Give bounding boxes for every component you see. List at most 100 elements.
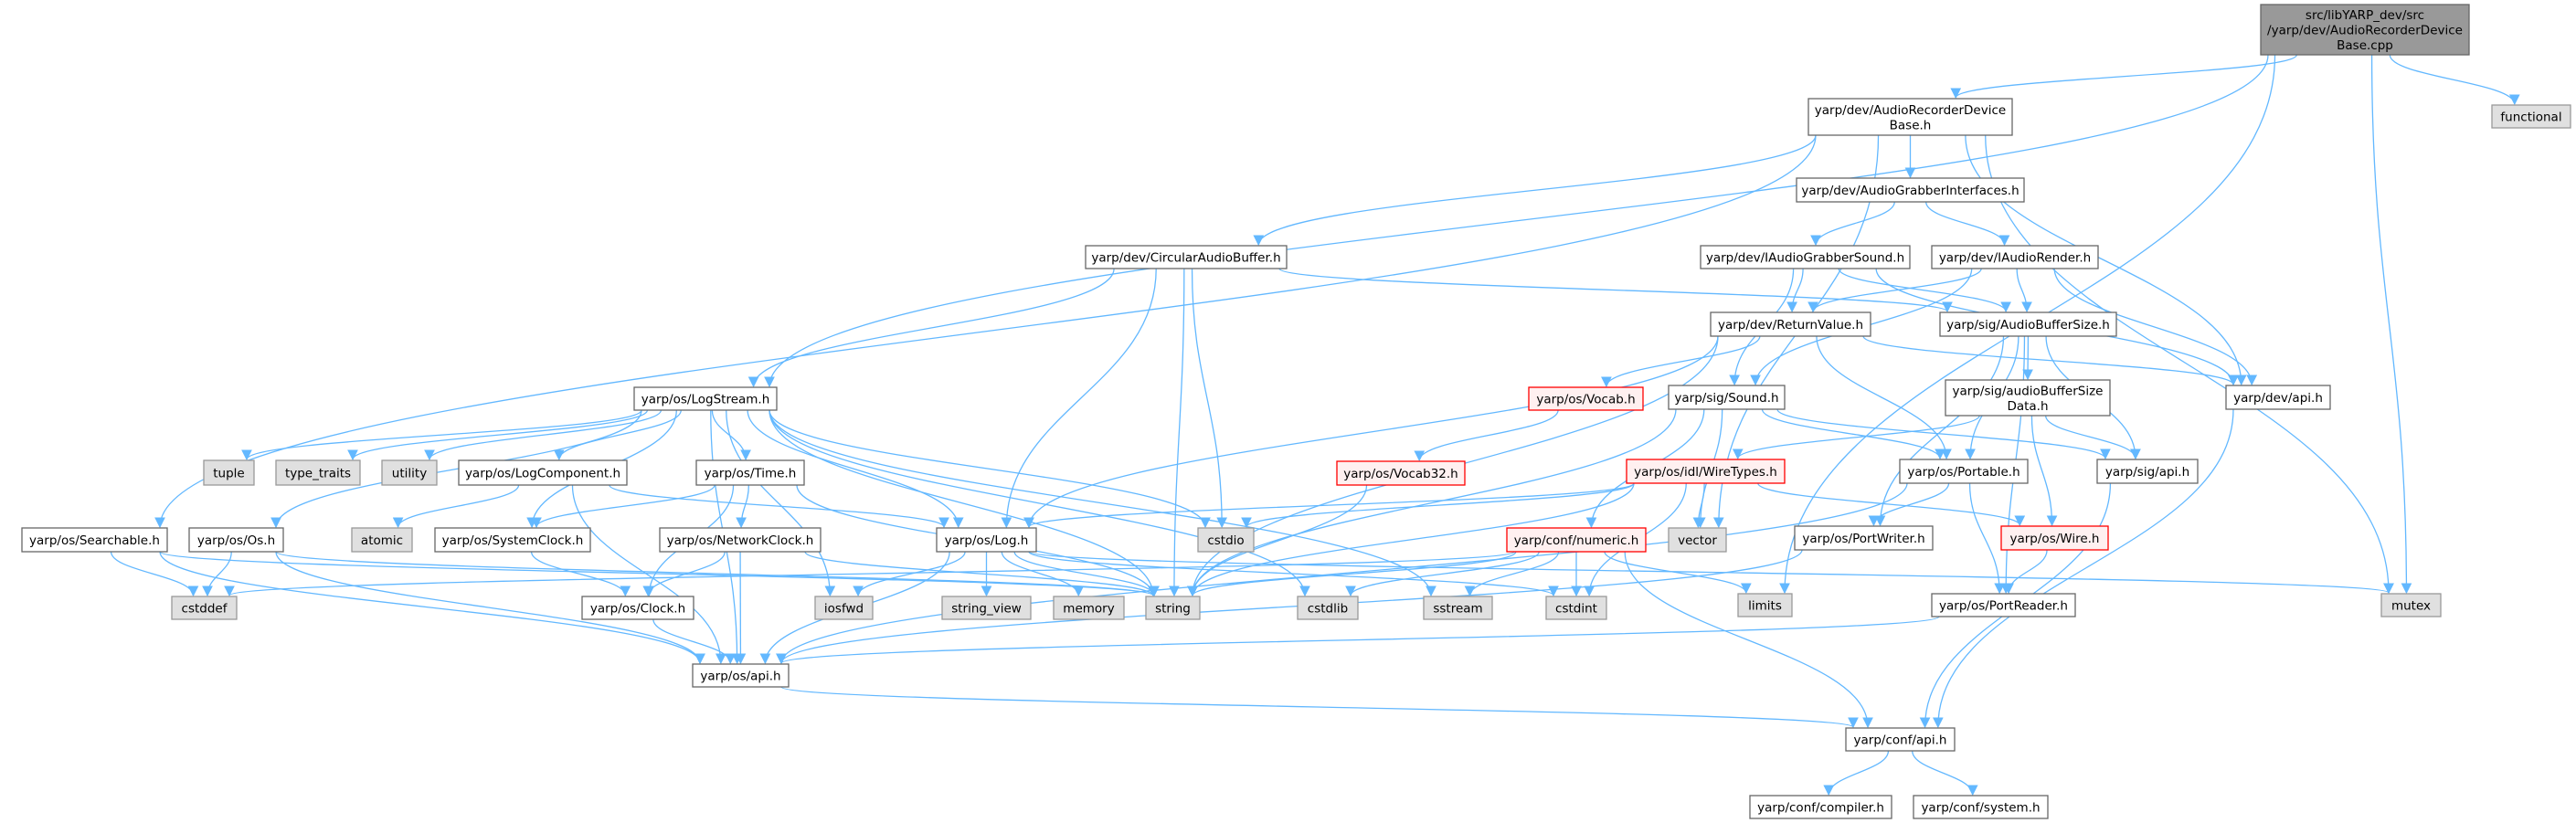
edge-time-to-sysclock — [531, 484, 716, 529]
edge-root-to-ardb — [1950, 54, 2298, 100]
node-searchable[interactable]: yarp/os/Searchable.h — [21, 527, 168, 553]
node-wiretypes[interactable]: yarp/os/idl/WireTypes.h — [1626, 459, 1786, 484]
node-label: memory — [1063, 602, 1114, 617]
node-logstream[interactable]: yarp/os/LogStream.h — [633, 386, 778, 411]
edge-iags-to-retval — [1786, 268, 1804, 313]
edge-searchable-to-cstddef — [110, 551, 199, 597]
node-cab[interactable]: yarp/dev/CircularAudioBuffer.h — [1085, 245, 1288, 269]
node-iags[interactable]: yarp/dev/IAudioGrabberSound.h — [1700, 245, 1911, 269]
node-sigapi[interactable]: yarp/sig/api.h — [2096, 459, 2199, 484]
edge-logstream-to-type_traits — [347, 409, 649, 461]
edge-os-to-string — [275, 551, 1159, 597]
node-box — [1899, 459, 2029, 484]
node-label: string — [1155, 602, 1191, 617]
edge-netclock-to-string — [804, 551, 1159, 597]
node-netclock[interactable]: yarp/os/NetworkClock.h — [659, 527, 822, 553]
node-label: yarp/conf/system.h — [1921, 801, 2040, 816]
node-box — [1939, 311, 2117, 337]
node-confapi[interactable]: yarp/conf/api.h — [1845, 727, 1956, 752]
node-log[interactable]: yarp/os/Log.h — [936, 527, 1037, 553]
node-vocab[interactable]: yarp/os/Vocab.h — [1528, 386, 1644, 411]
node-portwriter[interactable]: yarp/os/PortWriter.h — [1794, 525, 1934, 551]
node-os[interactable]: yarp/os/Os.h — [188, 527, 284, 553]
edge-portwriter-to-osapi — [776, 549, 1803, 665]
node-portable[interactable]: yarp/os/Portable.h — [1899, 459, 2029, 484]
node-retval[interactable]: yarp/dev/ReturnValue.h — [1710, 311, 1871, 337]
edge-log-to-iosfwd — [853, 551, 966, 597]
node-label: vector — [1678, 533, 1717, 548]
node-string: string — [1145, 596, 1201, 620]
node-label: yarp/os/Os.h — [197, 533, 275, 548]
node-label: yarp/os/PortReader.h — [1939, 599, 2068, 614]
node-box — [203, 459, 255, 486]
node-label: yarp/os/Log.h — [945, 533, 1029, 548]
node-box — [1737, 593, 1793, 617]
node-abs[interactable]: yarp/sig/AudioBufferSize.h — [1939, 311, 2117, 337]
edge-iar-to-abs — [2016, 268, 2032, 313]
edge-logstream-to-cstdio — [769, 409, 1211, 529]
edge-numeric-to-cstdlib — [1345, 551, 1540, 597]
edge-cab-to-string — [1169, 268, 1185, 597]
node-utility: utility — [381, 459, 438, 486]
node-vocab32[interactable]: yarp/os/Vocab32.h — [1336, 460, 1466, 486]
edge-logstream-to-string — [769, 409, 1159, 597]
node-box — [2000, 525, 2109, 551]
node-compiler[interactable]: yarp/conf/compiler.h — [1749, 795, 1892, 819]
edge-wiretypes-to-string — [1187, 482, 1635, 597]
edge-logstream-to-tuple — [241, 409, 642, 461]
node-cstdio: cstdio — [1197, 527, 1255, 553]
edge-logstream-to-logcomp — [554, 409, 682, 461]
node-wire[interactable]: yarp/os/Wire.h — [2000, 525, 2109, 551]
edge-vocab-to-vocab32 — [1414, 409, 1559, 462]
node-agi[interactable]: yarp/dev/AudioGrabberInterfaces.h — [1796, 177, 2025, 203]
edge-numeric-to-sstream — [1464, 551, 1560, 597]
edge-ardb-to-cab — [1253, 134, 1817, 247]
node-label: limits — [1748, 599, 1782, 614]
node-box — [2491, 104, 2571, 129]
node-system[interactable]: yarp/conf/system.h — [1913, 795, 2049, 819]
edge-absdata-to-sigapi — [2045, 415, 2141, 460]
node-label: Base.cpp — [2337, 38, 2393, 53]
node-box — [1336, 460, 1466, 486]
node-box — [1913, 795, 2049, 819]
node-sysclock[interactable]: yarp/os/SystemClock.h — [434, 527, 591, 553]
edge-sound-to-sigapi — [1776, 408, 2111, 460]
node-label: yarp/dev/CircularAudioBuffer.h — [1091, 251, 1280, 266]
node-label: yarp/os/Time.h — [705, 467, 797, 481]
node-time[interactable]: yarp/os/Time.h — [695, 459, 805, 486]
node-label: yarp/os/LogComponent.h — [465, 467, 620, 481]
node-box — [351, 527, 413, 553]
edge-wire-to-portreader — [2003, 549, 2048, 595]
node-label: tuple — [213, 467, 244, 481]
node-label: cstdint — [1555, 602, 1597, 617]
node-box — [692, 663, 790, 688]
node-osapi[interactable]: yarp/os/api.h — [692, 663, 790, 688]
node-label: yarp/os/Searchable.h — [29, 533, 160, 548]
node-box — [1807, 98, 2013, 136]
edge-logcomp-to-log — [609, 484, 949, 529]
node-box — [171, 596, 238, 620]
node-root[interactable]: src/libYARP_dev/src/yarp/dev/AudioRecord… — [2260, 4, 2470, 56]
node-box — [1931, 245, 2099, 269]
node-iar[interactable]: yarp/dev/IAudioRender.h — [1931, 245, 2099, 269]
node-limits: limits — [1737, 593, 1793, 617]
node-box — [941, 596, 1032, 620]
node-label: yarp/os/api.h — [700, 670, 780, 684]
node-numeric[interactable]: yarp/conf/numeric.h — [1506, 527, 1647, 553]
node-label: yarp/dev/IAudioRender.h — [1939, 251, 2091, 266]
node-portreader[interactable]: yarp/os/PortReader.h — [1931, 593, 2076, 617]
node-sound[interactable]: yarp/sig/Sound.h — [1668, 385, 1786, 410]
node-box — [1668, 385, 1786, 410]
node-box — [1845, 727, 1956, 752]
node-box — [814, 596, 874, 620]
node-sstream: sstream — [1423, 596, 1493, 620]
edge-retval-to-portable — [1816, 335, 1952, 460]
node-label: yarp/os/Vocab.h — [1536, 393, 1635, 407]
node-devapi[interactable]: yarp/dev/api.h — [2225, 385, 2331, 410]
edge-agi-to-iags — [1810, 201, 1895, 247]
node-logcomp[interactable]: yarp/os/LogComponent.h — [458, 459, 628, 486]
edge-confapi-to-compiler — [1823, 750, 1890, 797]
node-clock[interactable]: yarp/os/Clock.h — [581, 596, 694, 620]
